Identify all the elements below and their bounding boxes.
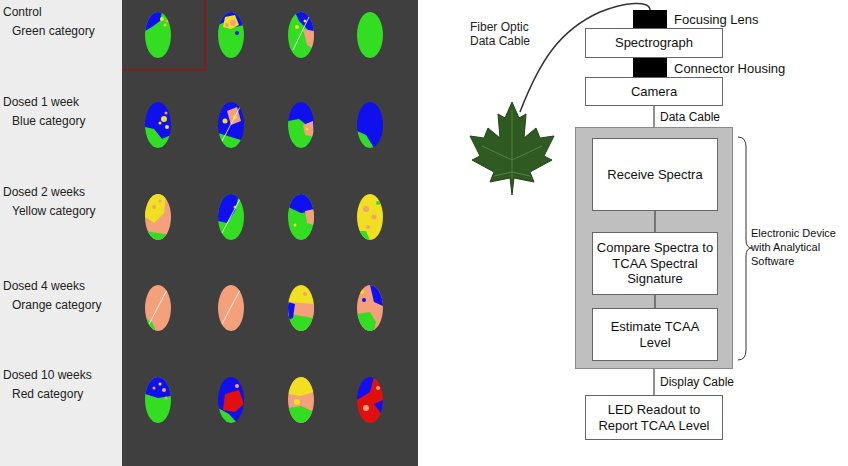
label-column [0, 0, 122, 466]
cable-label: Fiber Optic Data Cable [470, 20, 545, 49]
row-label: Blue category [12, 114, 85, 128]
row-label: Control [3, 5, 42, 19]
cable-line [653, 369, 654, 395]
cable-line [654, 211, 655, 232]
highlight-frame [122, 0, 205, 70]
process-box: Spectrograph [585, 28, 723, 58]
process-box: Receive Spectra [592, 138, 718, 211]
leaf-scan [288, 377, 314, 423]
leaf-scan [357, 194, 383, 240]
maple-leaf [470, 102, 554, 195]
leaf-scan [357, 377, 383, 423]
device-panel: Electronic Device with Analytical Softwa… [575, 127, 733, 369]
leaf-scan [145, 285, 171, 331]
row-label: Orange category [12, 298, 101, 312]
box-text: Compare Spectra to TCAA Spectral Signatu… [596, 240, 714, 287]
box-text: Camera [631, 84, 677, 100]
leaf-scan [357, 12, 383, 58]
box-text: Receive Spectra [607, 167, 702, 183]
outside-label: Focusing Lens [674, 12, 759, 27]
leaf-scan [218, 377, 244, 423]
row-label: Dosed 4 weeks [3, 279, 85, 293]
row-label: Red category [12, 387, 83, 401]
lens-block: Focusing Lens [633, 10, 667, 28]
leaf-scan [357, 285, 383, 331]
leaf-scan [357, 102, 383, 148]
image-panel [122, 0, 418, 466]
connector-block: Connector Housing [633, 58, 667, 77]
leaf-scan [218, 12, 244, 58]
edge-label: Display Cable [658, 375, 736, 389]
leaf-scan [218, 285, 244, 331]
leaf-scan [145, 377, 171, 423]
leaf-scan [145, 194, 171, 240]
process-box: LED Readout to Report TCAA Level [585, 395, 723, 440]
row-label: Dosed 1 week [3, 95, 79, 109]
cable-line [653, 106, 654, 127]
process-box: Estimate TCAA Level [592, 308, 718, 361]
row-label: Yellow category [12, 204, 96, 218]
outside-label: Electronic Device with Analytical Softwa… [751, 227, 845, 268]
leaf-scan [145, 12, 171, 58]
row-label: Dosed 2 weeks [3, 185, 85, 199]
device-panel-fill [575, 127, 733, 369]
process-box: Camera [585, 77, 723, 106]
row-label: Green category [12, 24, 95, 38]
cable-line [654, 295, 655, 308]
edge-label: Data Cable [658, 110, 722, 124]
leaf-scan [288, 285, 314, 331]
leaf-scan [288, 194, 314, 240]
outside-label: Connector Housing [674, 60, 785, 75]
leaf-scan [288, 12, 314, 58]
row-label: Dosed 10 weeks [3, 368, 92, 382]
box-text: LED Readout to Report TCAA Level [589, 402, 719, 433]
box-text: Spectrograph [615, 35, 693, 51]
leaf-scan [145, 102, 171, 148]
leaf-scan [288, 102, 314, 148]
process-box: Compare Spectra to TCAA Spectral Signatu… [592, 232, 718, 295]
leaf-scan [218, 194, 244, 240]
box-text: Estimate TCAA Level [596, 319, 714, 350]
curly-brace [738, 137, 752, 360]
leaf-scan [218, 102, 244, 148]
